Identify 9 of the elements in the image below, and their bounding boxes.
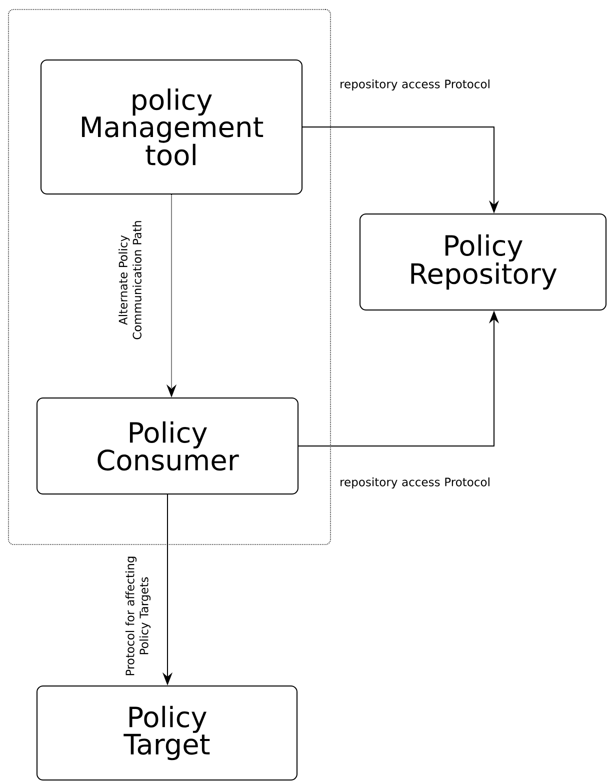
edge-label: Alternate Policy Communication Path: [118, 221, 142, 340]
process-box: Policy Target: [36, 686, 298, 780]
edge-label: Protocol for affecting Policy Targets: [125, 556, 151, 676]
group-frame: [8, 9, 331, 545]
edge-label: repository access Protocol: [340, 477, 490, 489]
process-box: Policy Repository: [360, 214, 606, 310]
process-box: Policy Consumer: [36, 398, 298, 494]
edge-label: repository access Protocol: [340, 79, 490, 91]
process-box: policy Management tool: [40, 60, 302, 194]
